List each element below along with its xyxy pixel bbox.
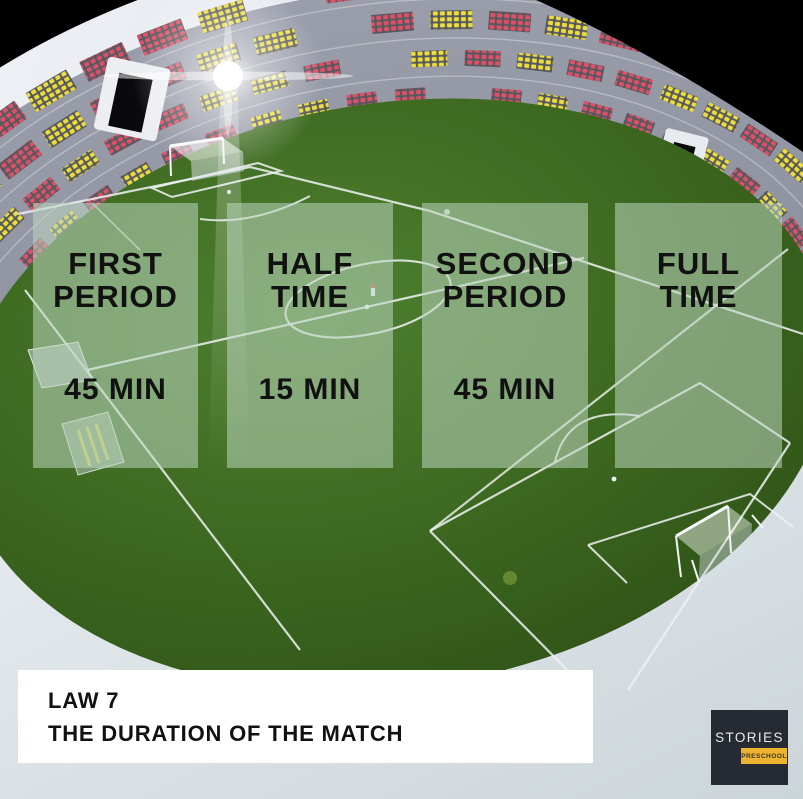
seat-block <box>729 167 761 196</box>
panel-duration: 45 MIN <box>64 373 167 406</box>
seat-block <box>411 49 448 68</box>
seat-block <box>488 10 532 33</box>
sky-corner-left <box>0 0 80 58</box>
seat-block <box>0 100 27 146</box>
seat-block <box>22 177 60 212</box>
seat-block <box>614 70 653 96</box>
caption-box: LAW 7 THE DURATION OF THE MATCH <box>18 670 593 763</box>
seat-block <box>25 69 77 112</box>
seat-block <box>430 10 473 30</box>
seat-block <box>79 42 131 82</box>
panel-duration: 15 MIN <box>258 373 362 406</box>
brand-sub-badge: PRESCHOOL <box>741 748 787 764</box>
sky-corner-right <box>536 0 803 152</box>
seat-block <box>781 216 803 248</box>
seat-block <box>0 207 25 243</box>
seat-block <box>516 52 554 73</box>
seat-block <box>41 110 87 148</box>
seat-block <box>701 102 741 133</box>
brand-name: STORIES <box>715 730 784 745</box>
caption-law-number: LAW 7 <box>48 688 120 713</box>
seat-block <box>464 49 501 68</box>
seat-block <box>581 101 614 121</box>
caption-law-title: THE DURATION OF THE MATCH <box>48 721 404 746</box>
seat-block <box>697 146 730 173</box>
seat-block <box>395 87 426 103</box>
seat-block <box>61 149 100 183</box>
seat-block <box>370 11 415 34</box>
seat-block <box>566 59 605 82</box>
seat-block <box>774 148 803 183</box>
seat-block <box>544 15 589 40</box>
seat-block <box>622 112 656 135</box>
seat-block <box>0 139 43 180</box>
seat-block <box>120 162 153 188</box>
seat-block <box>739 123 778 157</box>
brand-logo: STORIES PRESCHOOL <box>711 710 788 785</box>
seat-block <box>659 84 699 112</box>
seat-block <box>491 88 522 104</box>
panel-duration: 45 MIN <box>453 373 557 406</box>
goal-bottom-right <box>675 504 764 588</box>
brand-sub-label: PRESCHOOL <box>741 752 787 760</box>
